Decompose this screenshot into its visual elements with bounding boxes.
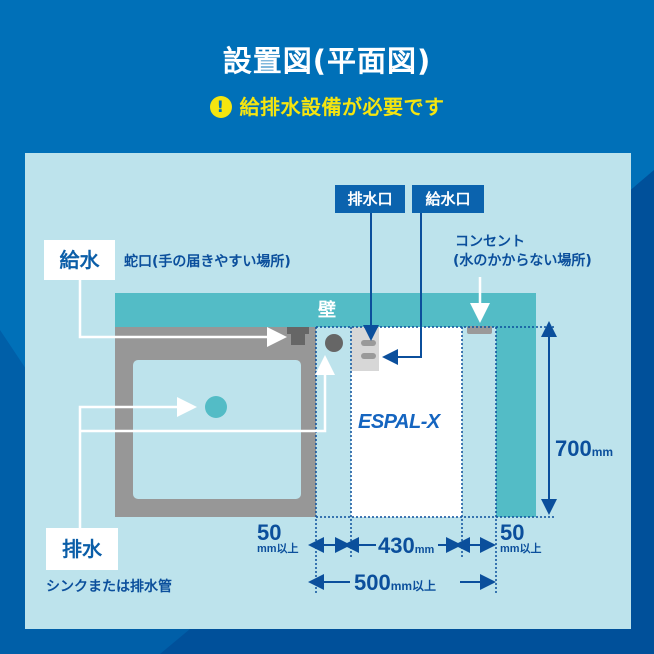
left-gap-dimension: 50 mm以上 [257, 522, 299, 555]
right-gap-value: 50 [500, 520, 525, 545]
supply-port-tag: 給水口 [412, 185, 484, 213]
subtitle: ! 給排水設備が必要です [0, 91, 654, 120]
wall-label: 壁 [318, 300, 336, 321]
total-value: 500 [354, 570, 391, 595]
left-gap-value: 50 [257, 520, 282, 545]
outlet-icon [467, 326, 492, 334]
right-gap-unit: mm以上 [500, 543, 542, 555]
depth-value: 700 [555, 436, 592, 461]
drain-port-icon [361, 340, 376, 346]
depth-dimension: 700mm [555, 436, 613, 462]
depth-unit: mm [591, 445, 614, 459]
sink-drain-icon [205, 396, 227, 418]
subtitle-text: 給排水設備が必要です [239, 95, 445, 119]
faucet-top [287, 327, 309, 334]
drain-pipe-icon [325, 334, 343, 352]
left-gap-unit: mm以上 [257, 543, 299, 555]
outlet-note-line2: (水のかからない場所) [453, 253, 592, 269]
outlet-note-line1: コンセント [455, 234, 525, 250]
wall-right [496, 293, 536, 517]
product-logo: ESPAL-X [358, 411, 440, 433]
drain-note: シンクまたは排水管 [46, 579, 172, 595]
sink-basin [133, 360, 301, 499]
supply-port-icon [361, 353, 376, 359]
width-dimension: 430mm [378, 533, 434, 559]
supply-note: 蛇口(手の届きやすい場所) [124, 254, 291, 270]
supply-label: 給水 [44, 240, 115, 280]
exclamation-circle-icon: ! [209, 96, 232, 118]
total-dimension: 500mm以上 [354, 570, 436, 596]
wall-top [115, 293, 536, 327]
page-title: 設置図(平面図) [222, 44, 432, 78]
width-unit: mm [414, 544, 435, 556]
drain-label: 排水 [46, 528, 118, 570]
total-unit: mm以上 [390, 579, 437, 593]
right-gap-dimension: 50 mm以上 [500, 522, 542, 555]
drain-port-tag: 排水口 [335, 185, 405, 213]
width-value: 430 [378, 533, 415, 558]
